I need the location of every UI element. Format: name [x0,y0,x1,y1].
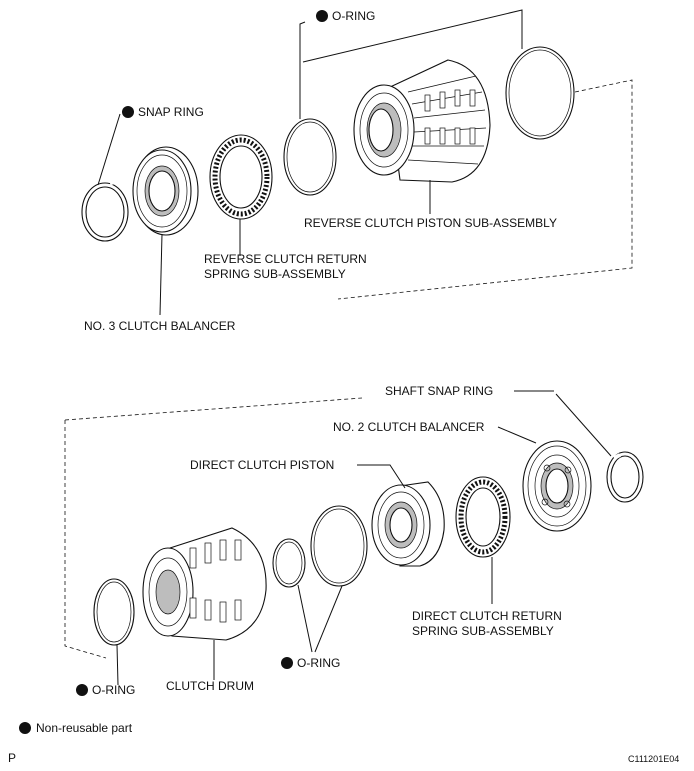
non-reusable-mark-icon [316,10,328,22]
snap-ring-part [81,180,129,242]
bottom-oring-mid-label: O-RING [297,656,340,670]
clutch-drum-part [142,527,267,641]
bottom-oring-small-part [272,538,306,588]
reverse-return-label-line1: REVERSE CLUTCH RETURN [204,252,367,266]
bottom-oring-left-label: O-RING [92,683,135,697]
non-reusable-mark-icon [76,684,88,696]
direct-return-label-line1: DIRECT CLUTCH RETURN [412,609,562,623]
no2-clutch-balancer-part [522,440,592,532]
reverse-piston-label: REVERSE CLUTCH PISTON SUB-ASSEMBLY [304,216,557,230]
top-oring-small-part [283,118,337,196]
no3-balancer-label: NO. 3 CLUTCH BALANCER [84,319,236,333]
top-oring-large-part [505,46,575,140]
legend-text: Non-reusable part [36,721,133,735]
no2-balancer-label: NO. 2 CLUTCH BALANCER [333,420,485,434]
figure-code: C111201E04 [628,754,679,764]
direct-return-spring-part [455,476,511,558]
no3-clutch-balancer-part [132,146,199,236]
clutch-drum-label: CLUTCH DRUM [166,679,254,693]
bottom-oring-left-part [93,578,135,646]
reverse-clutch-piston-part [353,59,491,183]
reverse-return-label-line2: SPRING SUB-ASSEMBLY [204,267,346,281]
reverse-return-spring-part [209,134,273,220]
bottom-assembly-boundary [64,397,363,659]
direct-clutch-piston-part [371,481,445,567]
shaft-snap-ring-label: SHAFT SNAP RING [385,384,493,398]
direct-piston-label: DIRECT CLUTCH PISTON [190,458,334,472]
direct-return-label-line2: SPRING SUB-ASSEMBLY [412,624,554,638]
top-oring-label: O-RING [332,9,375,23]
bottom-oring-large-part [310,505,368,587]
legend-mark-icon [19,722,31,734]
footer-left: P [8,751,16,765]
non-reusable-mark-icon [122,106,134,118]
top-assembly-boundary [337,79,633,300]
non-reusable-mark-icon [281,657,293,669]
shaft-snap-ring-part [606,451,644,503]
snap-ring-label: SNAP RING [138,105,204,119]
